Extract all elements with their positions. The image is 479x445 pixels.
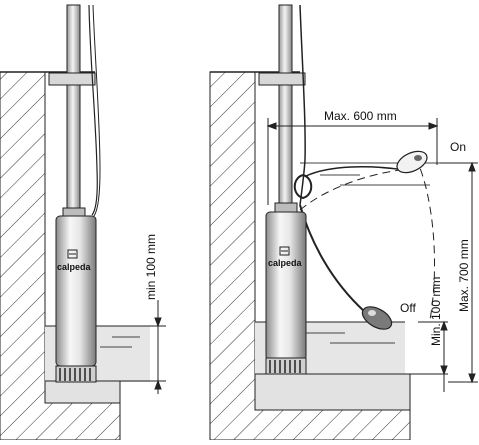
max-horizontal-label: Max. 600 mm: [324, 109, 397, 123]
left-discharge-pipe: [66, 4, 81, 211]
left-installation: calpeda min 100 mm: [0, 4, 166, 441]
right-pipe-clamp: [258, 72, 306, 86]
right-pump-body: [265, 211, 307, 361]
on-label: On: [450, 140, 466, 154]
left-floor-base: [44, 380, 121, 404]
right-floor-base: [254, 373, 411, 411]
max-horizontal-dimension: [266, 118, 439, 205]
left-pipe-clamp: [48, 72, 96, 86]
left-pump-brand: calpeda: [57, 262, 92, 272]
right-min-label: Min. 100 mm: [429, 277, 443, 346]
left-cable: [88, 4, 98, 216]
right-pump-brand: calpeda: [268, 258, 303, 268]
left-pump-body: [55, 215, 97, 367]
right-installation: calpeda Max. 600 mm On Off: [209, 4, 478, 441]
right-float-cable: [299, 204, 366, 313]
max-vertical-dimension: [440, 161, 478, 392]
left-min-dimension: [98, 300, 166, 394]
right-discharge-pipe: [278, 4, 293, 206]
left-min-label: min 100 mm: [144, 234, 158, 300]
off-label: Off: [400, 301, 416, 315]
float-switch-on: [396, 150, 428, 174]
float-swing-arc: [299, 167, 436, 321]
float-switch-off: [361, 306, 393, 330]
right-power-cable: [299, 4, 306, 206]
max-vertical-label: Max. 700 mm: [457, 239, 471, 312]
right-min-dimension: [410, 320, 448, 376]
